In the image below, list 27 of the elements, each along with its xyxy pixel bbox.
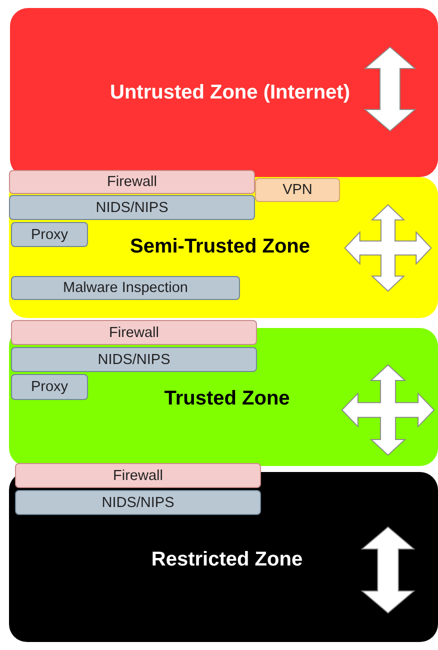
component-label: Firewall: [109, 324, 159, 340]
component-label: NIDS/NIPS: [96, 200, 168, 216]
component-label: Firewall: [107, 174, 157, 190]
component-label: NIDS/NIPS: [98, 352, 170, 368]
component-label: Proxy: [30, 379, 68, 395]
component-box: [9, 195, 255, 220]
component-label: VPN: [282, 182, 312, 198]
zone-panel: [9, 177, 438, 318]
component-box: [11, 347, 257, 372]
zone-panel: [10, 8, 438, 177]
firewall-box: [15, 463, 261, 488]
component-label: NIDS/NIPS: [102, 494, 174, 510]
component-label: Malware Inspection: [63, 280, 188, 296]
component-label: Proxy: [30, 226, 68, 242]
firewall-box: [11, 320, 257, 345]
component-box: [11, 276, 240, 300]
zone-title: Trusted Zone: [164, 388, 290, 410]
component-label: Firewall: [113, 468, 163, 484]
vpn-box: [255, 178, 340, 202]
zone-panel: [9, 328, 438, 466]
component-box: [11, 374, 88, 400]
zone-title: Untrusted Zone (Internet): [110, 82, 350, 104]
component-box: [15, 490, 261, 515]
firewall-box: [9, 170, 255, 194]
component-box: [11, 222, 88, 247]
zone-title: Semi-Trusted Zone: [130, 236, 310, 258]
zone-title: Restricted Zone: [151, 548, 303, 572]
